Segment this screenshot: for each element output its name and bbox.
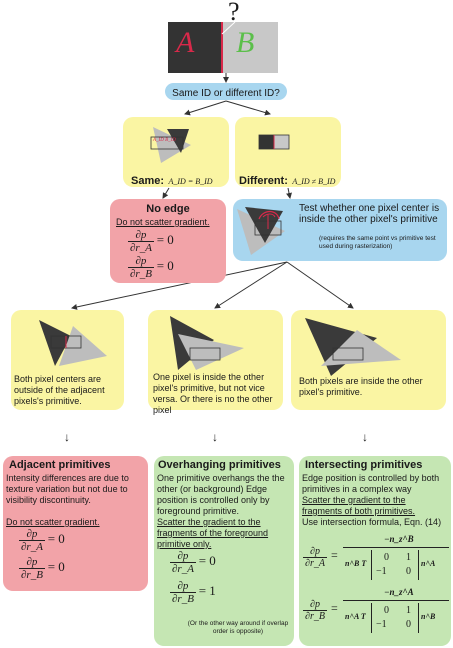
adjacent-body: Intensity differences are due to texture…: [6, 473, 129, 505]
intersecting-eq2-matrix: 0 1 −1 0: [371, 603, 419, 633]
intersecting-eq2: ∂p∂r_B: [303, 599, 327, 622]
case-1-caption: Both pixel centers are outside of the ad…: [14, 374, 105, 406]
overhanging-note: (Or the other way around if overlap orde…: [187, 620, 289, 635]
intersecting-eq1-right: n^A: [421, 559, 436, 568]
intersecting-box: Intersecting primitives Edge position is…: [299, 456, 451, 646]
intersecting-eq1-rule: [343, 547, 449, 548]
intersecting-title: Intersecting primitives: [305, 459, 423, 471]
same-formula: A_ID = B_ID: [168, 177, 213, 186]
same-illustration: [150, 127, 191, 163]
case-box-1: Both pixel centers are outside of the ad…: [11, 310, 124, 410]
overhanging-body: One primitive overhangs the the other (o…: [157, 473, 285, 516]
intersecting-eq2-rule: [343, 600, 449, 601]
no-edge-title: No edge: [146, 203, 190, 215]
different-label: Different:: [239, 175, 288, 187]
question-bubble: Same ID or different ID?: [165, 83, 287, 100]
adjacent-title: Adjacent primitives: [9, 459, 111, 471]
same-tile-b: B_ID: [165, 138, 176, 143]
arrow-case-1: ↓: [64, 430, 70, 444]
overhanging-instruction: Scatter the gradient to the fragments of…: [157, 517, 269, 549]
letter-b: B: [236, 26, 255, 59]
overhanging-eq1: ∂p∂r_A = 0: [170, 550, 216, 575]
same-label-row: Same: A_ID = B_ID: [131, 171, 213, 189]
arrow-question-to-same: [184, 100, 227, 116]
arrow-question-to-different: [225, 100, 271, 116]
different-illustration: [258, 134, 290, 150]
overhanging-title: Overhanging primitives: [158, 459, 281, 471]
intersecting-instruction: Scatter the gradient to the fragments of…: [302, 495, 416, 516]
top-illustration: A B: [168, 22, 278, 73]
case-3-caption: Both pixels are inside the other pixel's…: [299, 376, 423, 397]
intersecting-body: Edge position is controlled by both prim…: [302, 473, 440, 494]
intersecting-eq1-matrix: 0 1 −1 0: [371, 550, 419, 580]
test-box: Test whether one pixel center is inside …: [233, 199, 447, 261]
no-edge-eq2: ∂p∂r_B = 0: [128, 255, 174, 280]
case-1-illustration: [39, 320, 107, 366]
adjacent-eq2: ∂p∂r_B = 0: [19, 556, 65, 581]
test-illustration: [237, 207, 285, 255]
question-text: Same ID or different ID?: [172, 88, 280, 99]
intersecting-eq1-top: −n_z^B: [384, 534, 414, 544]
no-edge-instruction: Do not scatter gradient.: [116, 217, 210, 227]
intersecting-eq2-equals: =: [331, 601, 338, 615]
intersecting-eq2-left: n^A T: [345, 612, 366, 621]
intersecting-formula-ref: Use intersection formula, Eqn. (14): [302, 517, 442, 527]
case-box-3: Both pixels are inside the other pixel's…: [291, 310, 446, 410]
same-box: A_ID B_ID Same: A_ID = B_ID: [123, 117, 229, 187]
no-edge-box: No edge Do not scatter gradient. ∂p∂r_A …: [110, 199, 226, 283]
intersecting-eq1-left: n^B T: [345, 559, 367, 568]
case-2-illustration: [170, 316, 244, 370]
boundary-line: [221, 22, 223, 73]
different-box: Different: A_ID ≠ B_ID: [235, 117, 341, 187]
pixel-a-dark: [168, 22, 222, 73]
intersecting-eq1: ∂p∂r_A: [303, 546, 327, 569]
arrow-test-to-case2: [214, 261, 288, 309]
overhanging-eq2: ∂p∂r_B = 1: [170, 580, 216, 605]
intersecting-eq1-equals: =: [331, 548, 338, 562]
question-mark: ?: [228, 0, 240, 26]
arrow-case-3: ↓: [362, 430, 368, 444]
no-edge-eq1: ∂p∂r_A = 0: [128, 229, 174, 254]
same-label: Same:: [131, 175, 165, 187]
adjacent-eq1: ∂p∂r_A = 0: [19, 528, 65, 553]
arrow-test-to-case1: [71, 261, 288, 310]
intersecting-eq2-right: n^B: [421, 612, 436, 621]
adjacent-instruction: Do not scatter gradient.: [6, 517, 100, 527]
case-3-illustration: [305, 318, 401, 376]
arrow-different-to-test: [286, 187, 292, 199]
arrow-same-to-no-edge: [162, 187, 170, 199]
same-tile-labels: A_ID B_ID: [153, 138, 176, 143]
test-text: Test whether one pixel center is inside …: [299, 203, 440, 225]
case-2-caption: One pixel is inside the other pixel's pr…: [153, 372, 273, 415]
pixel-b-light: [222, 22, 278, 73]
same-tile-a: A_ID: [153, 138, 164, 143]
arrow-test-to-case3: [286, 261, 354, 309]
letter-a: A: [176, 26, 195, 59]
adjacent-box: Adjacent primitives Intensity difference…: [3, 456, 148, 591]
arrow-case-2: ↓: [212, 430, 218, 444]
different-formula: A_ID ≠ B_ID: [292, 177, 336, 186]
different-label-row: Different: A_ID ≠ B_ID: [239, 171, 335, 189]
case-box-2: One pixel is inside the other pixel's pr…: [148, 310, 283, 415]
overhanging-box: Overhanging primitives One primitive ove…: [154, 456, 294, 646]
intersecting-eq2-top: −n_z^A: [384, 587, 414, 597]
test-note: (requires the same point vs primitive te…: [319, 235, 436, 250]
